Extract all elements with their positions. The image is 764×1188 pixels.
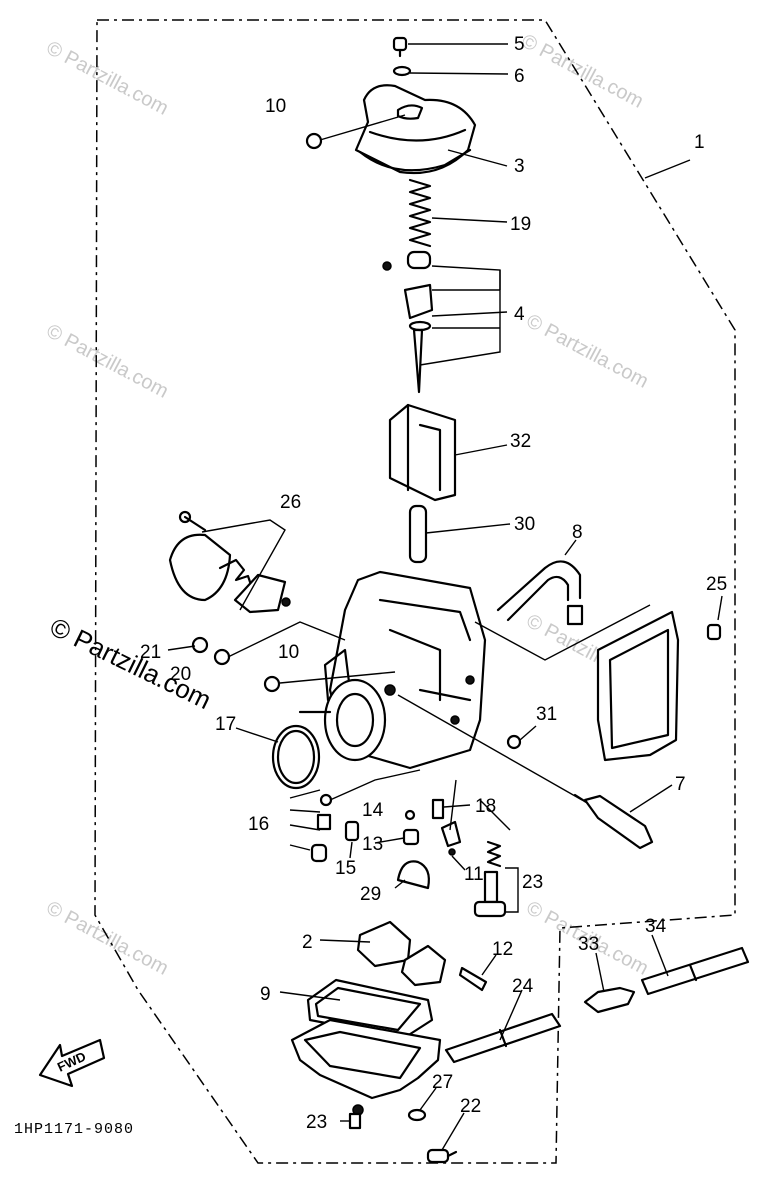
watermark: © Partzilla.com <box>43 37 172 120</box>
callout-20: 20 <box>170 664 191 685</box>
callout-31: 31 <box>536 704 557 725</box>
callout-12: 12 <box>492 939 513 960</box>
part-30-tube <box>408 504 428 564</box>
part-7-sensor <box>573 793 654 850</box>
watermark: © Partzilla.com <box>43 897 172 980</box>
callout-18: 18 <box>475 796 496 817</box>
callout-21: 21 <box>140 642 161 663</box>
callout-29: 29 <box>360 884 381 905</box>
part-22-screw <box>426 1148 458 1164</box>
callout-23-bottom: 23 <box>306 1112 327 1133</box>
fwd-arrow-icon: FWD <box>38 1038 106 1088</box>
assembly-boundary <box>94 19 736 1164</box>
callout-10-lower: 10 <box>278 642 299 663</box>
part-16-jets <box>310 793 333 863</box>
part-19-spring <box>408 178 432 248</box>
part-26-throttle-assembly <box>168 510 291 614</box>
callout-11: 11 <box>464 864 484 885</box>
callout-33: 33 <box>578 934 599 955</box>
part-12-pin <box>458 966 488 992</box>
callout-34: 34 <box>645 916 667 937</box>
callout-8: 8 <box>572 522 583 543</box>
callout-17: 17 <box>215 714 236 735</box>
callout-10: 10 <box>265 96 286 117</box>
part-33-fitting <box>583 986 636 1014</box>
part-29-cap <box>396 860 430 890</box>
part-10-nut <box>305 132 323 150</box>
part-18-jet <box>431 798 445 820</box>
part-3-top-cover <box>354 84 477 175</box>
part-23-screw <box>473 840 507 918</box>
part-27-o-ring <box>407 1108 427 1122</box>
callout-13: 13 <box>362 834 383 855</box>
callout-4: 4 <box>514 304 525 325</box>
part-11-jet <box>440 820 462 856</box>
part-34-tube <box>640 946 750 996</box>
callout-numbers: 5 6 10 3 1 19 4 32 26 30 8 25 21 20 10 3… <box>140 34 727 1133</box>
callout-14: 14 <box>362 800 384 821</box>
callout-30: 30 <box>514 514 535 535</box>
part-21-screw <box>191 636 209 654</box>
callout-6: 6 <box>514 66 525 87</box>
part-15-jet <box>344 820 360 842</box>
part-17-o-ring <box>271 724 321 790</box>
part-5-screw <box>392 36 408 58</box>
part-8-hose-end <box>566 604 584 626</box>
callout-25: 25 <box>706 574 727 595</box>
callout-16: 16 <box>248 814 269 835</box>
leader-lines <box>167 43 723 1151</box>
part-drawings <box>168 36 750 1164</box>
callout-7: 7 <box>675 774 686 795</box>
callout-5: 5 <box>514 34 525 55</box>
part-2-floats <box>356 920 447 987</box>
part-6-washer <box>392 65 412 77</box>
part-25-side-cover <box>596 610 722 762</box>
callout-22: 22 <box>460 1096 481 1117</box>
callout-27: 27 <box>432 1072 453 1093</box>
carburetor-body <box>298 570 487 770</box>
part-32-block <box>388 403 457 502</box>
watermark: © Partzilla.com <box>518 30 647 113</box>
part-13-14-jet <box>402 809 420 846</box>
part-31-plug <box>506 734 522 750</box>
watermark: © Partzilla.com <box>43 320 172 403</box>
callout-9: 9 <box>260 984 271 1005</box>
callout-2: 2 <box>302 932 313 953</box>
part-23-bottom <box>348 1112 362 1130</box>
part-20-washer <box>213 648 231 666</box>
callout-32: 32 <box>510 431 531 452</box>
callout-3: 3 <box>514 156 525 177</box>
watermark: © Partzilla.com <box>523 310 652 393</box>
part-8-hose <box>496 560 582 612</box>
callout-26: 26 <box>280 492 301 513</box>
diagram-code: 1HP1171-9080 <box>14 1121 134 1138</box>
callout-15: 15 <box>335 858 356 879</box>
part-4-needle-assembly <box>382 250 434 394</box>
callout-19: 19 <box>510 214 531 235</box>
callout-1: 1 <box>694 132 705 153</box>
part-9-float-bowl <box>290 978 442 1116</box>
part-10-nut-lower <box>263 675 281 693</box>
callout-24: 24 <box>512 976 534 997</box>
callout-23: 23 <box>522 872 543 893</box>
